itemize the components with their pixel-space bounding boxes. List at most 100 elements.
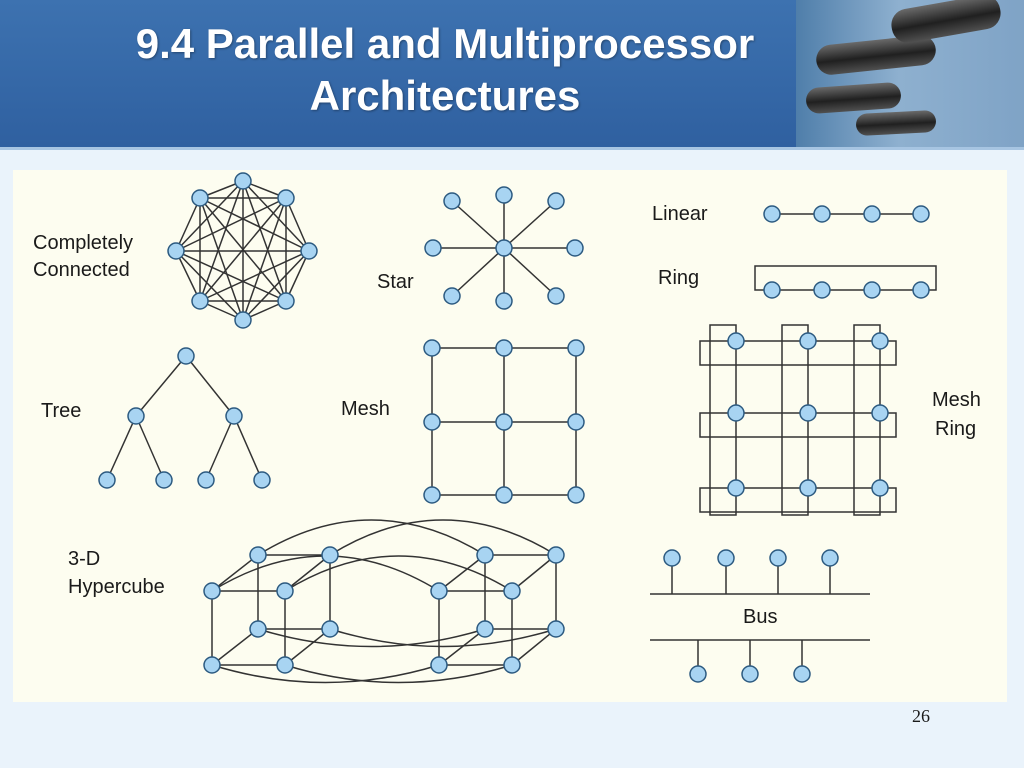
hypercube-node bbox=[249, 620, 267, 638]
ring-node bbox=[912, 281, 930, 299]
ring-node bbox=[813, 281, 831, 299]
mesh-ring-row-wrap bbox=[699, 487, 897, 513]
tree-leaf-node bbox=[253, 471, 271, 489]
hypercube-link bbox=[329, 519, 557, 556]
completely-connected-edge bbox=[242, 197, 287, 321]
bus-node bbox=[663, 549, 681, 567]
linear-node bbox=[813, 205, 831, 223]
mesh-node bbox=[423, 339, 441, 357]
hypercube-edge bbox=[511, 554, 557, 592]
star-hub-node bbox=[495, 239, 513, 257]
star-edge bbox=[451, 200, 505, 249]
mesh-ring-column-wrap bbox=[853, 324, 881, 516]
completely-connected-edge bbox=[175, 197, 287, 252]
tree-leaf-node bbox=[197, 471, 215, 489]
completely-connected-edge bbox=[199, 197, 310, 252]
label-mesh-ring-line1: Mesh bbox=[932, 389, 981, 411]
completely-connected-node bbox=[277, 189, 295, 207]
hypercube-edge bbox=[284, 554, 331, 592]
completely-connected-edge bbox=[199, 180, 244, 302]
completely-connected-edge bbox=[242, 250, 310, 321]
slide-title-line2: Architectures bbox=[309, 72, 581, 119]
completely-connected-edge bbox=[175, 250, 201, 302]
hypercube-node bbox=[203, 582, 221, 600]
completely-connected-edge bbox=[285, 197, 310, 252]
label-3d: 3-D bbox=[68, 548, 100, 570]
mesh-ring-node bbox=[727, 479, 745, 497]
mesh-ring-node bbox=[871, 332, 889, 350]
bus-node bbox=[741, 665, 759, 683]
hypercube-link bbox=[211, 664, 440, 684]
star-node bbox=[443, 287, 461, 305]
edge-layer bbox=[106, 180, 937, 684]
label-connected: Connected bbox=[33, 259, 130, 281]
completely-connected-edge bbox=[242, 180, 287, 302]
hypercube-node bbox=[430, 582, 448, 600]
mesh-node bbox=[567, 486, 585, 504]
tree-leaf-node bbox=[155, 471, 173, 489]
ring-wraparound-edge bbox=[754, 265, 937, 291]
completely-connected-edge bbox=[175, 197, 201, 252]
mesh-ring-node bbox=[727, 332, 745, 350]
completely-connected-node bbox=[167, 242, 185, 260]
slide-title-line1: 9.4 Parallel and Multiprocessor bbox=[135, 20, 755, 67]
mesh-node bbox=[423, 486, 441, 504]
ring-node bbox=[763, 281, 781, 299]
label-completely: Completely bbox=[33, 232, 133, 254]
completely-connected-edge bbox=[199, 197, 287, 302]
star-edge bbox=[503, 247, 557, 297]
mesh-node bbox=[495, 413, 513, 431]
label-tree: Tree bbox=[41, 400, 81, 422]
hypercube-node bbox=[321, 546, 339, 564]
hypercube-node bbox=[476, 620, 494, 638]
mesh-ring-row-wrap bbox=[699, 412, 897, 438]
mesh-ring-node bbox=[799, 404, 817, 422]
completely-connected-node bbox=[234, 172, 252, 190]
tree-node bbox=[127, 407, 145, 425]
mesh-ring-node bbox=[727, 404, 745, 422]
label-mesh: Mesh bbox=[341, 398, 390, 420]
hypercube-edge bbox=[211, 554, 259, 592]
label-bus: Bus bbox=[743, 606, 777, 628]
completely-connected-edge bbox=[199, 197, 244, 321]
mesh-ring-node bbox=[871, 479, 889, 497]
bus-node bbox=[689, 665, 707, 683]
hypercube-link bbox=[257, 628, 486, 648]
completely-connected-node bbox=[277, 292, 295, 310]
completely-connected-node bbox=[234, 311, 252, 329]
header-divider bbox=[0, 147, 1024, 150]
completely-connected-edge bbox=[242, 180, 310, 252]
linear-node bbox=[912, 205, 930, 223]
hypercube-link bbox=[329, 628, 557, 648]
hypercube-link bbox=[257, 519, 486, 556]
page-number: 26 bbox=[912, 706, 930, 726]
slide-header: 9.4 Parallel and Multiprocessor Architec… bbox=[0, 0, 1024, 147]
star-node bbox=[495, 186, 513, 204]
hypercube-edge bbox=[438, 628, 486, 666]
label-ring: Ring bbox=[658, 267, 699, 289]
hypercube-node bbox=[476, 546, 494, 564]
hypercube-node bbox=[203, 656, 221, 674]
mesh-node bbox=[495, 339, 513, 357]
hypercube-node bbox=[430, 656, 448, 674]
completely-connected-node bbox=[191, 292, 209, 310]
tree-edge bbox=[135, 415, 165, 481]
completely-connected-edge bbox=[175, 250, 287, 302]
tree-edge bbox=[185, 355, 235, 417]
mesh-ring-column-wrap bbox=[781, 324, 809, 516]
tree-edge bbox=[233, 415, 263, 481]
linear-node bbox=[763, 205, 781, 223]
mesh-node bbox=[495, 486, 513, 504]
mesh-ring-node bbox=[799, 479, 817, 497]
completely-connected-edge bbox=[199, 250, 310, 302]
hypercube-link bbox=[284, 555, 513, 592]
label-mesh-ring-line2: Ring bbox=[935, 418, 976, 440]
mesh-ring-node bbox=[871, 404, 889, 422]
tree-root-node bbox=[177, 347, 195, 365]
mesh-node bbox=[567, 339, 585, 357]
mesh-node bbox=[423, 413, 441, 431]
hypercube-node bbox=[276, 656, 294, 674]
label-hypercube: Hypercube bbox=[68, 576, 165, 598]
completely-connected-edge bbox=[175, 250, 244, 321]
hypercube-edge bbox=[438, 554, 486, 592]
